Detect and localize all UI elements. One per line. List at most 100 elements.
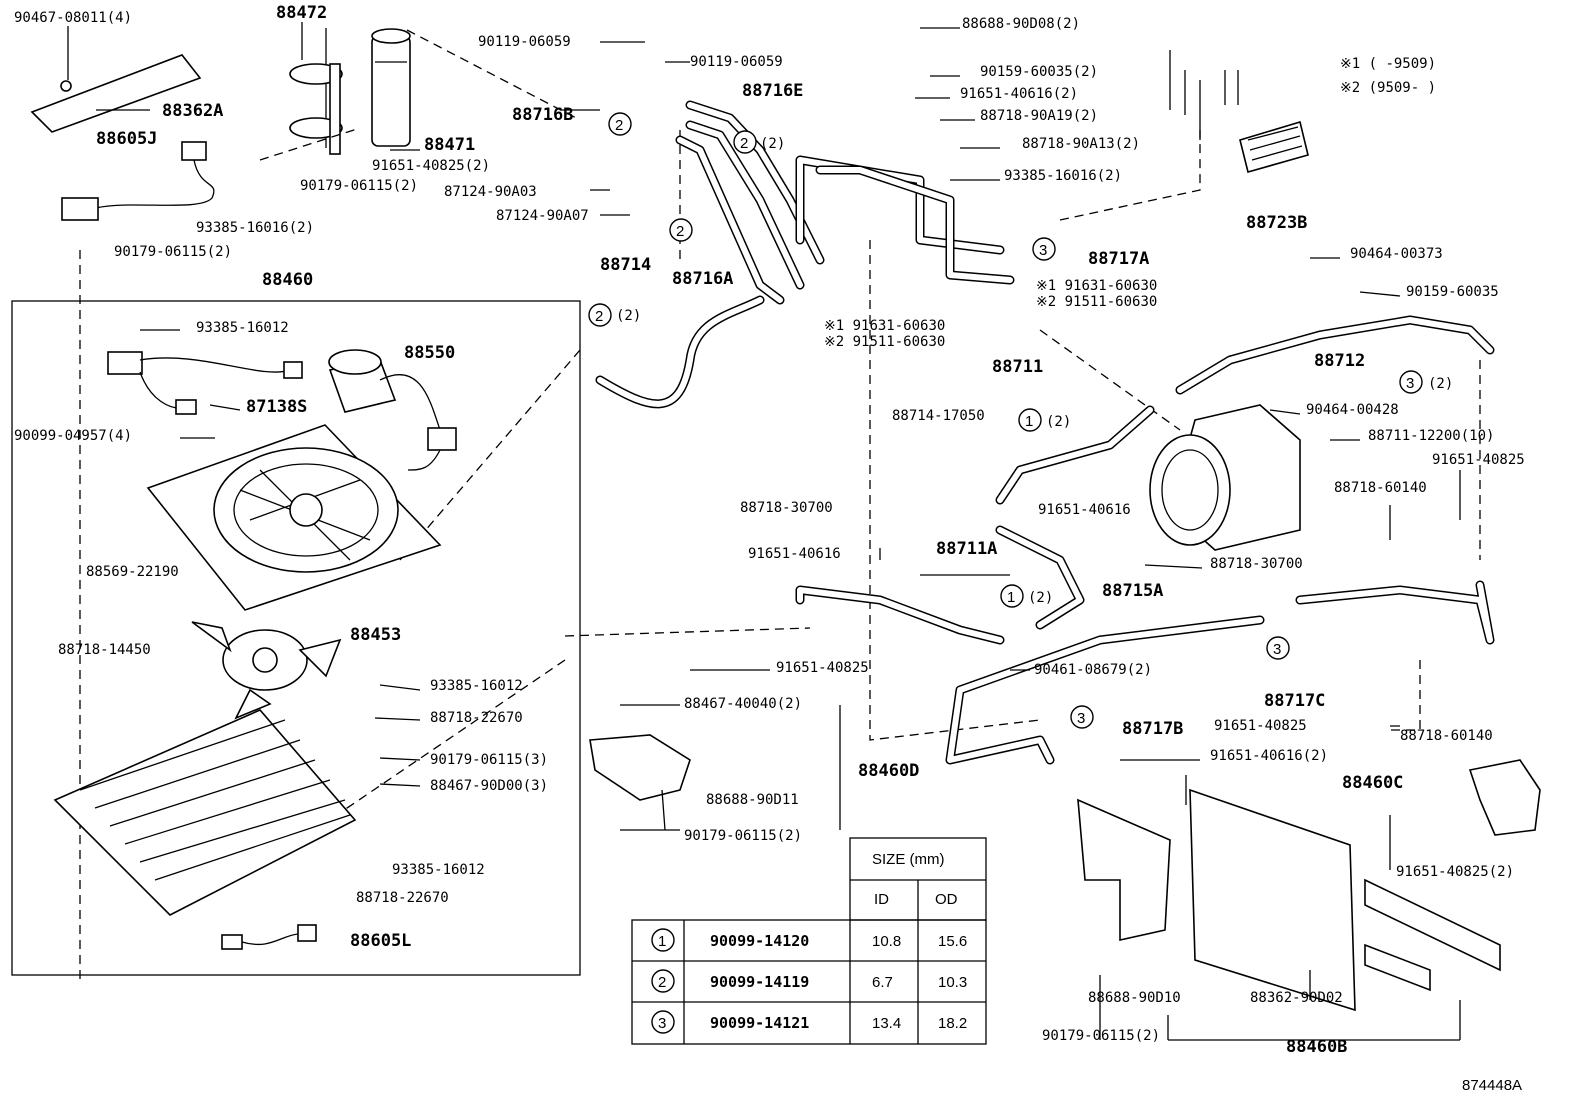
callout-label: 91651-40825 (1432, 452, 1525, 468)
bracket-88472 (289, 28, 343, 155)
callout-label: 90179-06115(2) (684, 828, 802, 844)
note-1: ※1 ( -9509) (1340, 56, 1436, 72)
callout-label: 90464-00428 (1306, 402, 1399, 418)
size-table: SIZE (mm) ID OD 1 90099-14120 10.8 15.6 … (631, 837, 987, 1045)
svg-text:(2): (2) (760, 136, 785, 152)
callout-label: 91651-40616 (748, 546, 841, 562)
size-table-mark: 3 (658, 1015, 666, 1032)
svg-text:1: 1 (1025, 413, 1033, 430)
callout-label: 90467-08011(4) (14, 10, 132, 26)
size-table-id: 13.4 (872, 1015, 901, 1032)
circle-marks: 2 2 (2) 2 2 (2) 3 1 (2) 3 (2) 1 (2) 3 3 (588, 112, 1453, 729)
leader-lines (67, 22, 1461, 1041)
svg-text:(2): (2) (1028, 590, 1053, 606)
callout-label: 88550 (404, 343, 455, 363)
callout-label: 90099-04957(4) (14, 428, 132, 444)
callout-label: 91651-40616(2) (1210, 748, 1328, 764)
callout-label: 88718-90A19(2) (980, 108, 1098, 124)
callout-label: 88718-30700 (740, 500, 833, 516)
callout-label: 91651-40825(2) (1396, 864, 1514, 880)
callout-label: 87124-90A07 (496, 208, 589, 224)
callout-label: 88717B (1122, 719, 1183, 739)
callout-label: 88718-14450 (58, 642, 151, 658)
harness-88605L (221, 924, 317, 950)
callout-label: 93385-16016(2) (1004, 168, 1122, 184)
callout-label: 88453 (350, 625, 401, 645)
size-table-od: 18.2 (938, 1015, 967, 1032)
pipe-lines (595, 100, 1495, 765)
callout-label: 90159-60035 (1406, 284, 1499, 300)
svg-text:(2): (2) (1046, 414, 1071, 430)
callout-label: 88716B (512, 105, 573, 125)
callout-label: 88723B (1246, 213, 1307, 233)
callout-label: 88362A (162, 101, 223, 121)
callout-labels: 90467-08011(4) 88472 88362A 88605J 88471… (14, 3, 1525, 1057)
callout-label: ※2 91511-60630 (824, 334, 945, 350)
callout-label: 91651-40825 (776, 660, 869, 676)
compressor (1149, 404, 1301, 551)
callout-label: 88460D (858, 761, 919, 781)
callout-label: 91651-40616(2) (960, 86, 1078, 102)
callout-label: ※1 91631-60630 (824, 318, 945, 334)
svg-text:(2): (2) (1428, 376, 1453, 392)
svg-text:2: 2 (676, 223, 684, 240)
callout-label: 88717C (1264, 691, 1325, 711)
size-table-od: 15.6 (938, 933, 967, 950)
size-table-header: SIZE (mm) (872, 851, 945, 868)
svg-text:3: 3 (1077, 710, 1085, 727)
callout-label: 90179-06115(2) (300, 178, 418, 194)
svg-text:3: 3 (1039, 242, 1047, 259)
condenser-core (53, 709, 357, 916)
fan-assembly-frame (11, 300, 581, 976)
bracket-88460B (1077, 788, 1501, 1012)
callout-label: 88718-22670 (430, 710, 523, 726)
harness-87138S (107, 351, 303, 415)
fan-shroud (146, 424, 442, 611)
callout-label: 88605L (350, 931, 411, 951)
callout-label: 88718-30700 (1210, 556, 1303, 572)
svg-text:3: 3 (1406, 375, 1414, 392)
stay-88460D (589, 734, 691, 831)
callout-label: 90464-00373 (1350, 246, 1443, 262)
svg-text:2: 2 (615, 117, 623, 134)
callout-label: 88688-90D11 (706, 792, 799, 808)
callout-label: 90179-06115(2) (1042, 1028, 1160, 1044)
callout-label: 93385-16012 (430, 678, 523, 694)
fan-motor-88550 (328, 349, 457, 471)
callout-label: 88717A (1088, 249, 1149, 269)
callout-label: 91651-40825 (1214, 718, 1307, 734)
bracket-88460C (1468, 759, 1541, 836)
receiver-88471 (371, 28, 411, 147)
callout-label: 88718-60140 (1334, 480, 1427, 496)
callout-label: 88471 (424, 135, 475, 155)
callout-label: 88714-17050 (892, 408, 985, 424)
size-table-mark: 2 (658, 974, 666, 991)
callout-label: 88711A (936, 539, 997, 559)
size-table-mark: 1 (658, 933, 666, 950)
callout-label: ※1 91631-60630 (1036, 278, 1157, 294)
callout-label: 90119-06059 (690, 54, 783, 70)
callout-label: 88362-90D02 (1250, 990, 1343, 1006)
size-table-col-od: OD (935, 891, 958, 908)
callout-label: 88460B (1286, 1037, 1347, 1057)
callout-label: 88711-12200(10) (1368, 428, 1494, 444)
size-table-id: 6.7 (872, 974, 893, 991)
callout-label: 91651-40616 (1038, 502, 1131, 518)
callout-label: 90461-08679(2) (1034, 662, 1152, 678)
callout-label: 88711 (992, 357, 1043, 377)
svg-text:2: 2 (595, 308, 603, 325)
callout-label: 93385-16016(2) (196, 220, 314, 236)
callout-label: 93385-16012 (392, 862, 485, 878)
callout-label: ※2 91511-60630 (1036, 294, 1157, 310)
callout-label: 90159-60035(2) (980, 64, 1098, 80)
svg-text:3: 3 (1273, 641, 1281, 658)
svg-text:2: 2 (740, 135, 748, 152)
callout-label: 87138S (246, 397, 307, 417)
callout-label: 87124-90A03 (444, 184, 537, 200)
lines-top-right (1169, 50, 1239, 140)
callout-label: 88712 (1314, 351, 1365, 371)
callout-label: 88460C (1342, 773, 1403, 793)
svg-text:(2): (2) (616, 308, 641, 324)
callout-label: 88714 (600, 255, 651, 275)
